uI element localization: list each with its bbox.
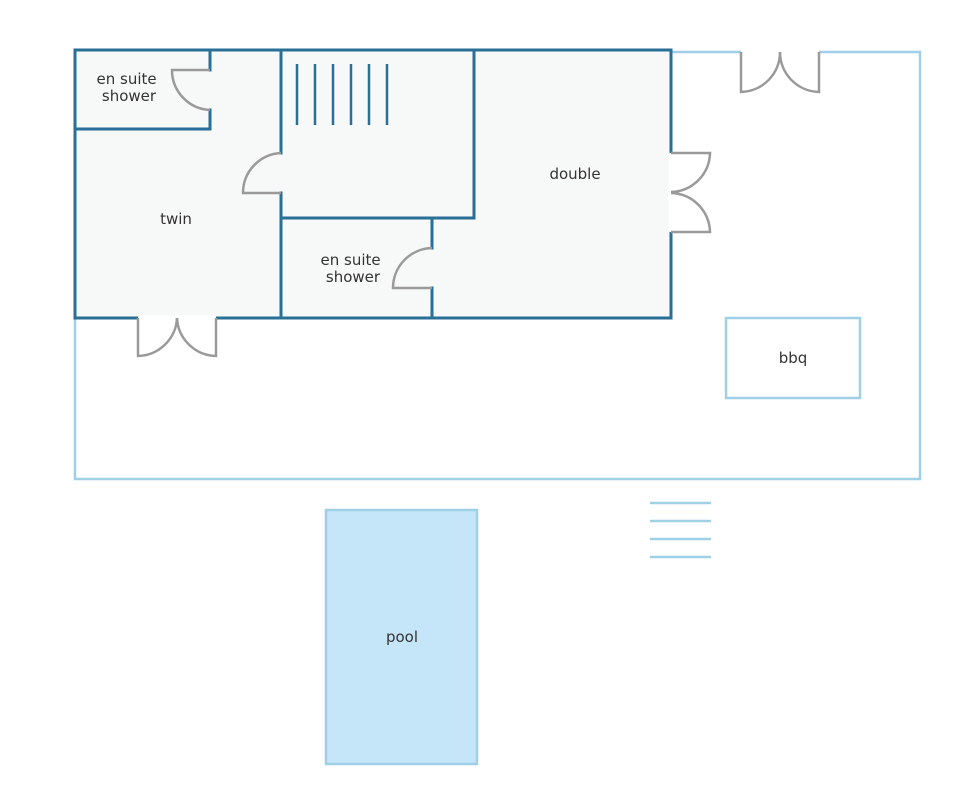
house-floor <box>75 50 671 318</box>
door-terrace-top-left <box>739 51 782 94</box>
door-terrace-top-right <box>778 51 821 94</box>
label-ensuite-mid: en suite shower <box>321 251 386 286</box>
staircase <box>295 64 389 125</box>
door-twin-bottom-right <box>175 317 218 358</box>
door-ensuite-top <box>170 68 211 112</box>
label-double: double <box>549 165 600 183</box>
door-double-right-lower <box>670 191 712 234</box>
door-ensuite-mid <box>391 246 433 290</box>
label-ensuite-mid-line2: shower <box>326 268 381 286</box>
door-twin-stairs <box>241 151 282 195</box>
label-ensuite-top-line2: shower <box>102 87 157 105</box>
label-ensuite-top-line1: en suite <box>97 70 157 88</box>
doors <box>136 51 821 358</box>
label-bbq: bbq <box>779 349 808 367</box>
pool-area <box>324 508 479 766</box>
label-pool: pool <box>386 628 418 646</box>
label-ensuite-top: en suite shower <box>97 70 162 105</box>
bbq-area <box>724 316 862 400</box>
label-ensuite-mid-line1: en suite <box>321 251 381 269</box>
outdoor-steps <box>650 501 711 559</box>
door-twin-bottom-left <box>136 317 179 358</box>
door-double-right-upper <box>670 151 712 194</box>
terrace-outline <box>73 50 922 481</box>
label-twin: twin <box>160 210 192 228</box>
